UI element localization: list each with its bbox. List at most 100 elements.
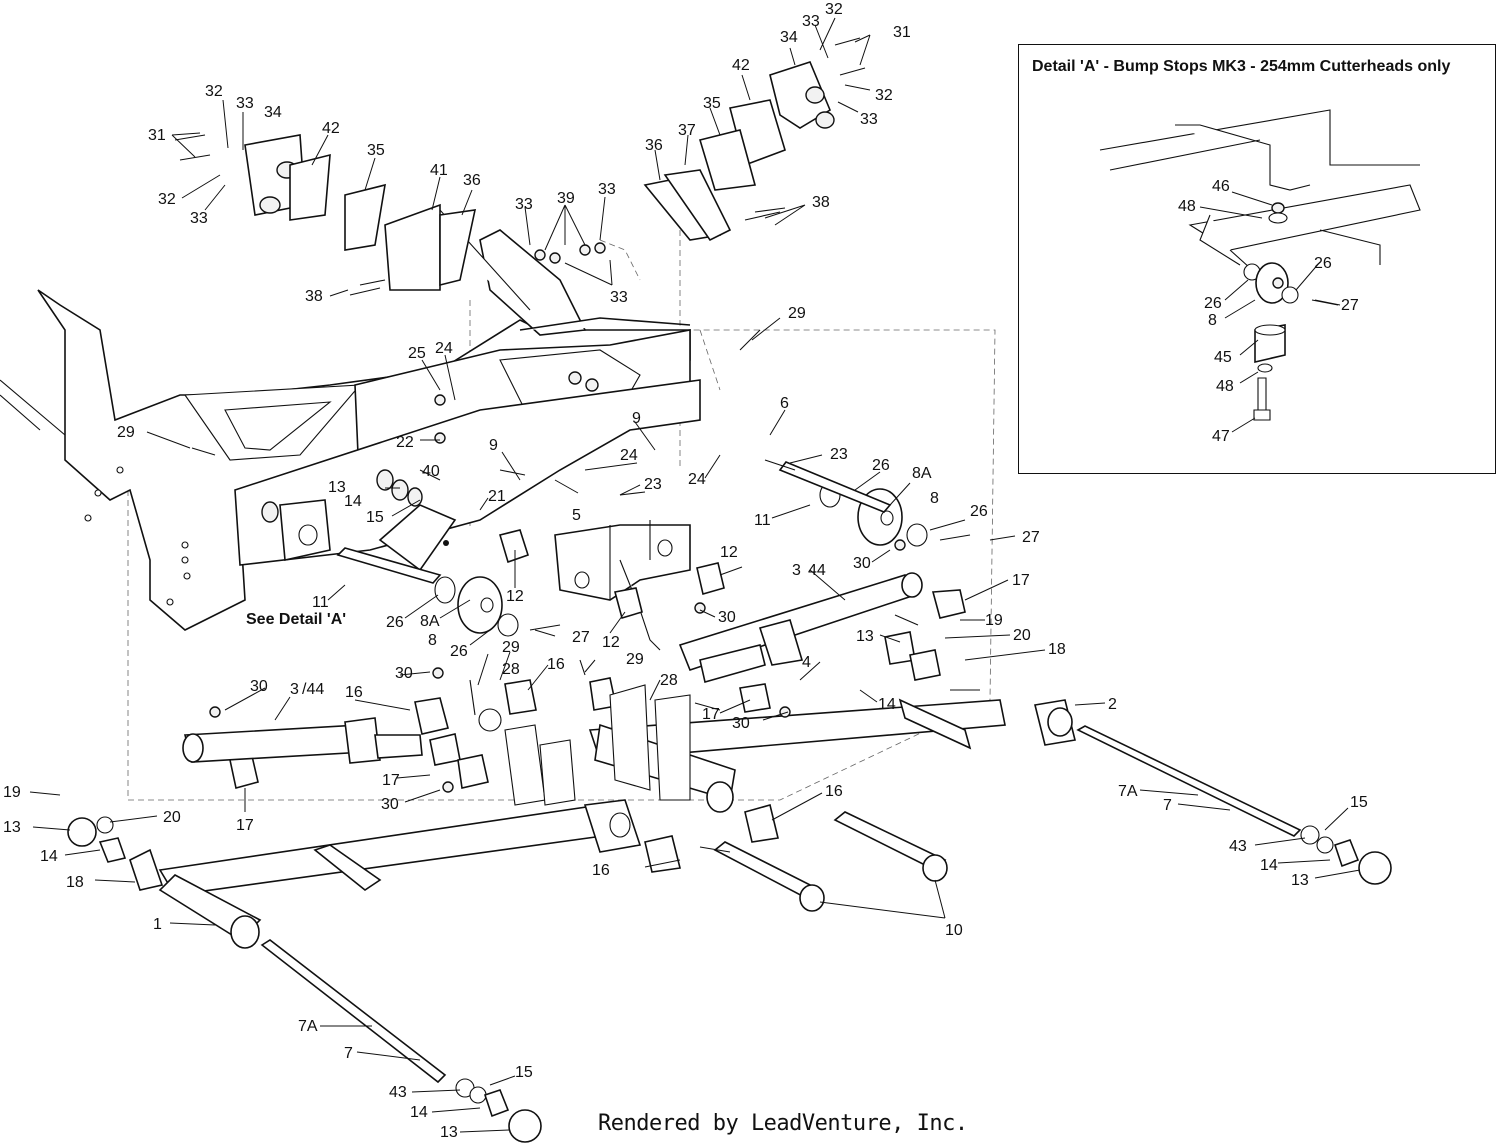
- callout: 34: [264, 104, 282, 121]
- render-credit: Rendered by LeadVenture, Inc.: [598, 1111, 968, 1136]
- callout: 30: [853, 555, 871, 572]
- callout: 13: [328, 479, 346, 496]
- callout: 26: [386, 614, 404, 631]
- callout: 17: [702, 706, 720, 723]
- callout: 46: [1212, 178, 1230, 195]
- callout: 34: [780, 29, 798, 46]
- callout: 7: [344, 1045, 353, 1062]
- callout: 7A: [1118, 783, 1138, 800]
- callout: 33: [802, 13, 820, 30]
- callout: 30: [732, 715, 750, 732]
- callout: 29: [117, 424, 135, 441]
- callout: 38: [305, 288, 323, 305]
- callout: 14: [40, 848, 58, 865]
- callout: 24: [620, 447, 638, 464]
- callout: 44: [808, 562, 826, 579]
- callout: 14: [410, 1104, 428, 1121]
- callout: 33: [610, 289, 628, 306]
- callout: 13: [856, 628, 874, 645]
- callout: 24: [435, 340, 453, 357]
- callout: 17: [382, 772, 400, 789]
- callout: 28: [502, 661, 520, 678]
- callout: 33: [598, 181, 616, 198]
- callout: 27: [1022, 529, 1040, 546]
- callout: 8A: [912, 465, 932, 482]
- rollers: [376, 469, 928, 637]
- detail-a-drawing: [1099, 109, 1421, 421]
- callout: 33: [236, 95, 254, 112]
- callout: 47: [1212, 428, 1230, 445]
- callout: 31: [893, 24, 911, 41]
- callout: 8A: [420, 613, 440, 630]
- callout: 29: [502, 639, 520, 656]
- callout: 2: [1108, 696, 1117, 713]
- callout: 18: [1048, 641, 1066, 658]
- callout: 29: [788, 305, 806, 322]
- callout: 30: [718, 609, 736, 626]
- callouts: 32 33 34 31 32 33 42 35 34 33 32 31 32 3…: [3, 1, 1368, 1141]
- bushings-and-spacers: [229, 529, 966, 873]
- callout: 1: [153, 916, 162, 933]
- callout: 31: [148, 127, 166, 144]
- callout: 32: [205, 83, 223, 100]
- callout: 19: [3, 784, 21, 801]
- callout: 42: [322, 120, 340, 137]
- callout: 12: [602, 634, 620, 651]
- callout: 8: [428, 632, 437, 649]
- callout: 17: [1012, 572, 1030, 589]
- callout: 43: [389, 1084, 407, 1101]
- callout: 8: [1208, 312, 1217, 329]
- arm-assemblies: [182, 572, 923, 764]
- callout: 22: [396, 434, 414, 451]
- callout: 36: [463, 172, 481, 189]
- callout: 48: [1178, 198, 1196, 215]
- callout: 20: [1013, 627, 1031, 644]
- callout: 26: [1204, 295, 1222, 312]
- callout: 30: [395, 665, 413, 682]
- callout: 7A: [298, 1018, 318, 1035]
- callout: 7: [1163, 797, 1172, 814]
- callout: 48: [1216, 378, 1234, 395]
- callout: 26: [450, 643, 468, 660]
- top-bump-stop-mounts: [244, 61, 835, 291]
- callout: 9: [632, 410, 641, 427]
- callout: 26: [872, 457, 890, 474]
- callout: 20: [163, 809, 181, 826]
- callout: 26: [970, 503, 988, 520]
- callout: 35: [367, 142, 385, 159]
- leader-lines: [29, 17, 1361, 1133]
- callout: 14: [1260, 857, 1278, 874]
- callout: 12: [720, 544, 738, 561]
- callout: 13: [3, 819, 21, 836]
- detail-a-title: Detail 'A' - Bump Stops MK3 - 254mm Cutt…: [1032, 58, 1451, 75]
- callout: 33: [190, 210, 208, 227]
- callout: 16: [825, 783, 843, 800]
- callout: 35: [703, 95, 721, 112]
- callout: 8: [930, 490, 939, 507]
- callout: 15: [1350, 794, 1368, 811]
- callout: 16: [592, 862, 610, 879]
- fasteners: [174, 37, 971, 793]
- callout: 26: [1314, 255, 1332, 272]
- callout: 23: [830, 446, 848, 463]
- callout: 45: [1214, 349, 1232, 366]
- lower-link-arms: [158, 684, 1076, 949]
- callout: 15: [515, 1064, 533, 1081]
- callout: 16: [345, 684, 363, 701]
- callout: 13: [440, 1124, 458, 1141]
- tie-rods: [260, 725, 1302, 1084]
- callout: 38: [812, 194, 830, 211]
- end-nuts-and-washers: [67, 816, 1392, 1143]
- callout: 36: [645, 137, 663, 154]
- callout: 37: [678, 122, 696, 139]
- callout: 27: [572, 629, 590, 646]
- callout: 14: [878, 696, 896, 713]
- callout: 41: [430, 162, 448, 179]
- callout: 17: [236, 817, 254, 834]
- callout: 25: [408, 345, 426, 362]
- callout: 32: [825, 1, 843, 18]
- callout: 27: [1341, 297, 1359, 314]
- callout: 29: [626, 651, 644, 668]
